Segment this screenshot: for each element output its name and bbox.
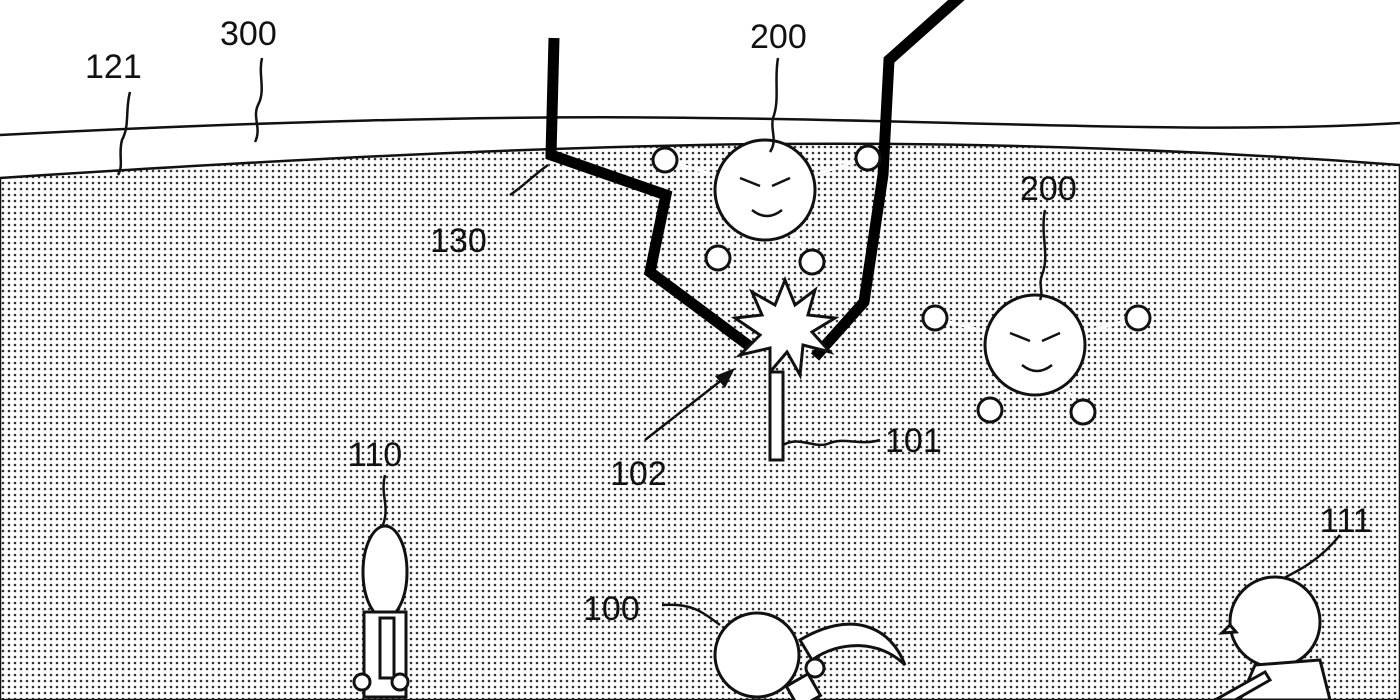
ref-label-300: 300 xyxy=(220,15,277,53)
leader-line-100 xyxy=(661,603,721,627)
virus-enemy-right xyxy=(921,293,1152,426)
virus-enemy-top xyxy=(651,138,882,276)
leader-line-130 xyxy=(509,163,549,197)
explosion-effect xyxy=(730,275,840,380)
ref-label-200-right: 200 xyxy=(1020,170,1077,208)
leader-line-110 xyxy=(381,474,387,526)
ref-label-111: 111 xyxy=(1320,502,1372,540)
leader-line-200-top xyxy=(768,57,780,153)
leader-line-300 xyxy=(253,57,264,143)
boundary-line xyxy=(0,116,1400,137)
leader-line-200-right xyxy=(1038,209,1047,301)
ref-label-100: 100 xyxy=(583,590,640,628)
ref-label-130: 130 xyxy=(430,222,487,260)
wall-left xyxy=(545,37,756,353)
arrow-102-shaft xyxy=(644,371,733,441)
wall-right xyxy=(810,0,965,361)
arrow-102-head xyxy=(715,368,735,388)
ref-label-101: 101 xyxy=(885,422,942,460)
ref-label-200-top: 200 xyxy=(750,18,807,56)
ref-label-110: 110 xyxy=(348,436,402,474)
field-area xyxy=(0,142,1400,700)
character-110 xyxy=(352,524,410,699)
sword xyxy=(768,370,785,462)
player-character-100 xyxy=(713,611,907,700)
ref-label-121: 121 xyxy=(85,48,142,86)
character-111 xyxy=(1211,575,1332,700)
leader-line-101 xyxy=(782,438,881,447)
ref-label-102: 102 xyxy=(610,455,667,493)
leader-line-121 xyxy=(116,91,132,176)
